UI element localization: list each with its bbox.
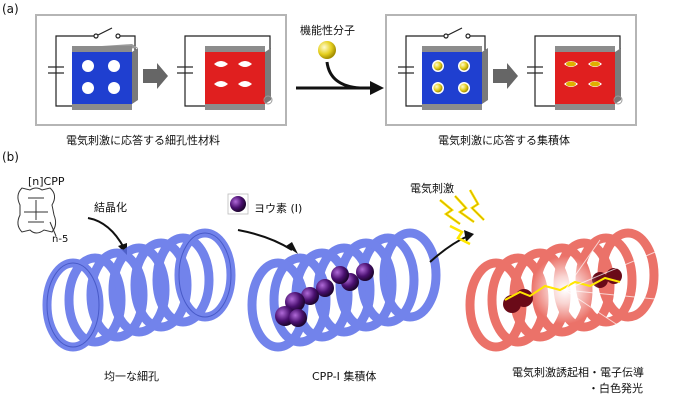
curve-arrow-stem (325, 61, 361, 90)
conduction-path (504, 276, 621, 301)
right-frame-box (385, 14, 637, 126)
blue-ring-stack (42, 228, 236, 352)
red-block (205, 46, 273, 110)
functional-molecule-icon (318, 41, 336, 59)
blue-block-with-molecules (422, 46, 488, 110)
crystallize-arrow (87, 217, 125, 249)
iodine-chain (275, 263, 374, 327)
iodine-arrow (237, 229, 293, 251)
crystallize-label: 結晶化 (94, 201, 127, 214)
red-block-with-molecules (555, 46, 623, 110)
panel-b-tag: (b) (2, 150, 19, 164)
iodine-icon (230, 196, 246, 212)
left-frame-box (35, 14, 287, 126)
result-line2: ・白色発光 (588, 382, 643, 395)
blue-block (72, 44, 138, 110)
arrow-left-box (143, 63, 168, 89)
cpp-molecule-icon (17, 187, 57, 237)
molecule-label: 機能性分子 (300, 24, 355, 37)
spark-icon (439, 189, 485, 246)
pores-caption: 均一な細孔 (104, 370, 159, 383)
right-caption: 電気刺激に応答する集積体 (438, 134, 570, 147)
result-line1: 電気刺激誘起相・電子伝導 (512, 366, 644, 379)
cpp-label: [n]CPP (28, 175, 65, 188)
left-caption: 電気刺激に応答する細孔性材料 (66, 134, 220, 147)
stimulus-label: 電気刺激 (410, 182, 454, 195)
stimulus-arrow (429, 235, 469, 263)
arrow-right-box (493, 63, 518, 89)
assembly-caption: CPP-I 集積体 (312, 370, 377, 383)
iodine-label: ヨウ素 (I) (254, 202, 303, 215)
cpp-subscript: n-5 (52, 234, 69, 245)
panel-a-tag: (a) (2, 2, 19, 16)
blue-ring-stack-iodine (247, 228, 441, 352)
